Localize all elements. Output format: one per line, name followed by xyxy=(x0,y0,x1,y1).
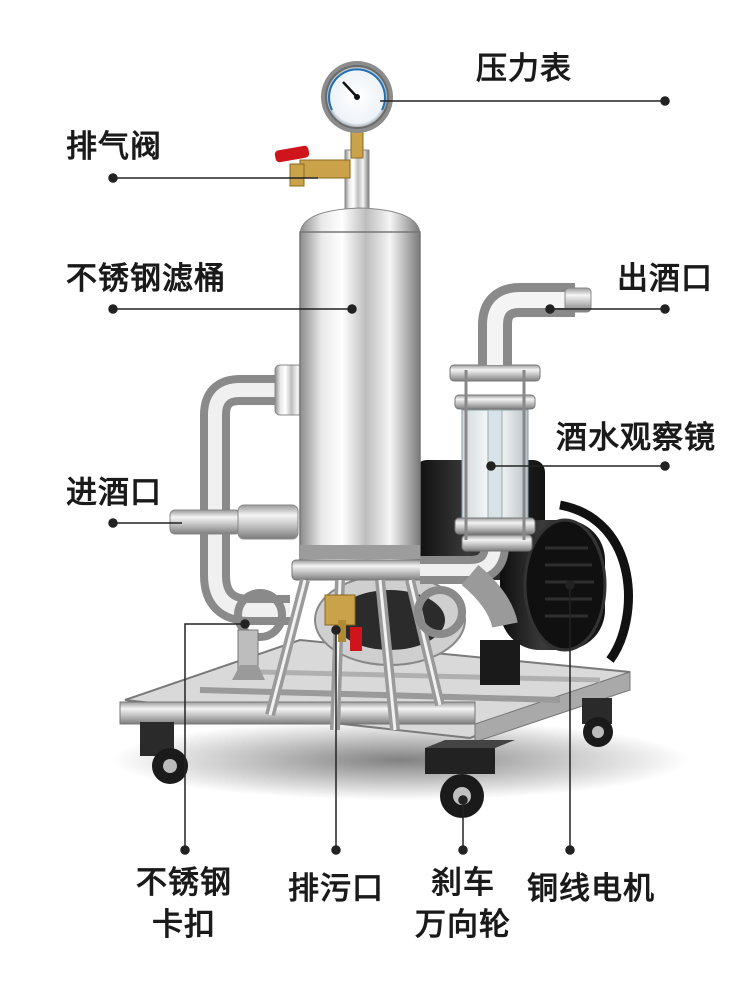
ground-shadow xyxy=(110,720,690,800)
vent-valve xyxy=(274,145,351,187)
label-filter-barrel: 不锈钢滤桶 xyxy=(66,261,226,297)
drain-valve xyxy=(324,594,362,651)
label-brake-line2: 万向轮 xyxy=(415,907,511,943)
stainless-filter-barrel xyxy=(291,149,429,581)
label-pressure-gauge: 压力表 xyxy=(476,51,572,87)
sight-glass xyxy=(449,364,541,552)
label-wine-outlet: 出酒口 xyxy=(617,261,713,297)
label-clamp-line2: 卡扣 xyxy=(152,907,216,943)
label-motor: 铜线电机 xyxy=(527,871,655,907)
pressure-gauge xyxy=(321,61,393,159)
label-sight-glass: 酒水观察镜 xyxy=(556,420,716,456)
callout-lines xyxy=(108,96,670,855)
caster-wheel-front xyxy=(425,740,515,818)
label-brake-caster: 刹车 万向轮 xyxy=(403,862,523,946)
label-stainless-clamp: 不锈钢 卡扣 xyxy=(122,862,246,946)
label-vent-valve: 排气阀 xyxy=(66,129,162,165)
caster-wheel-right xyxy=(582,698,613,747)
label-wine-inlet: 进酒口 xyxy=(66,475,162,511)
wine-outlet-elbow xyxy=(478,283,592,365)
stainless-clamp xyxy=(232,589,286,680)
inlet-pipe xyxy=(169,364,306,625)
caster-wheel-left xyxy=(140,722,188,784)
label-drain-port: 排污口 xyxy=(288,871,384,907)
label-clamp-line1: 不锈钢 xyxy=(136,865,232,901)
label-brake-line1: 刹车 xyxy=(431,865,495,901)
